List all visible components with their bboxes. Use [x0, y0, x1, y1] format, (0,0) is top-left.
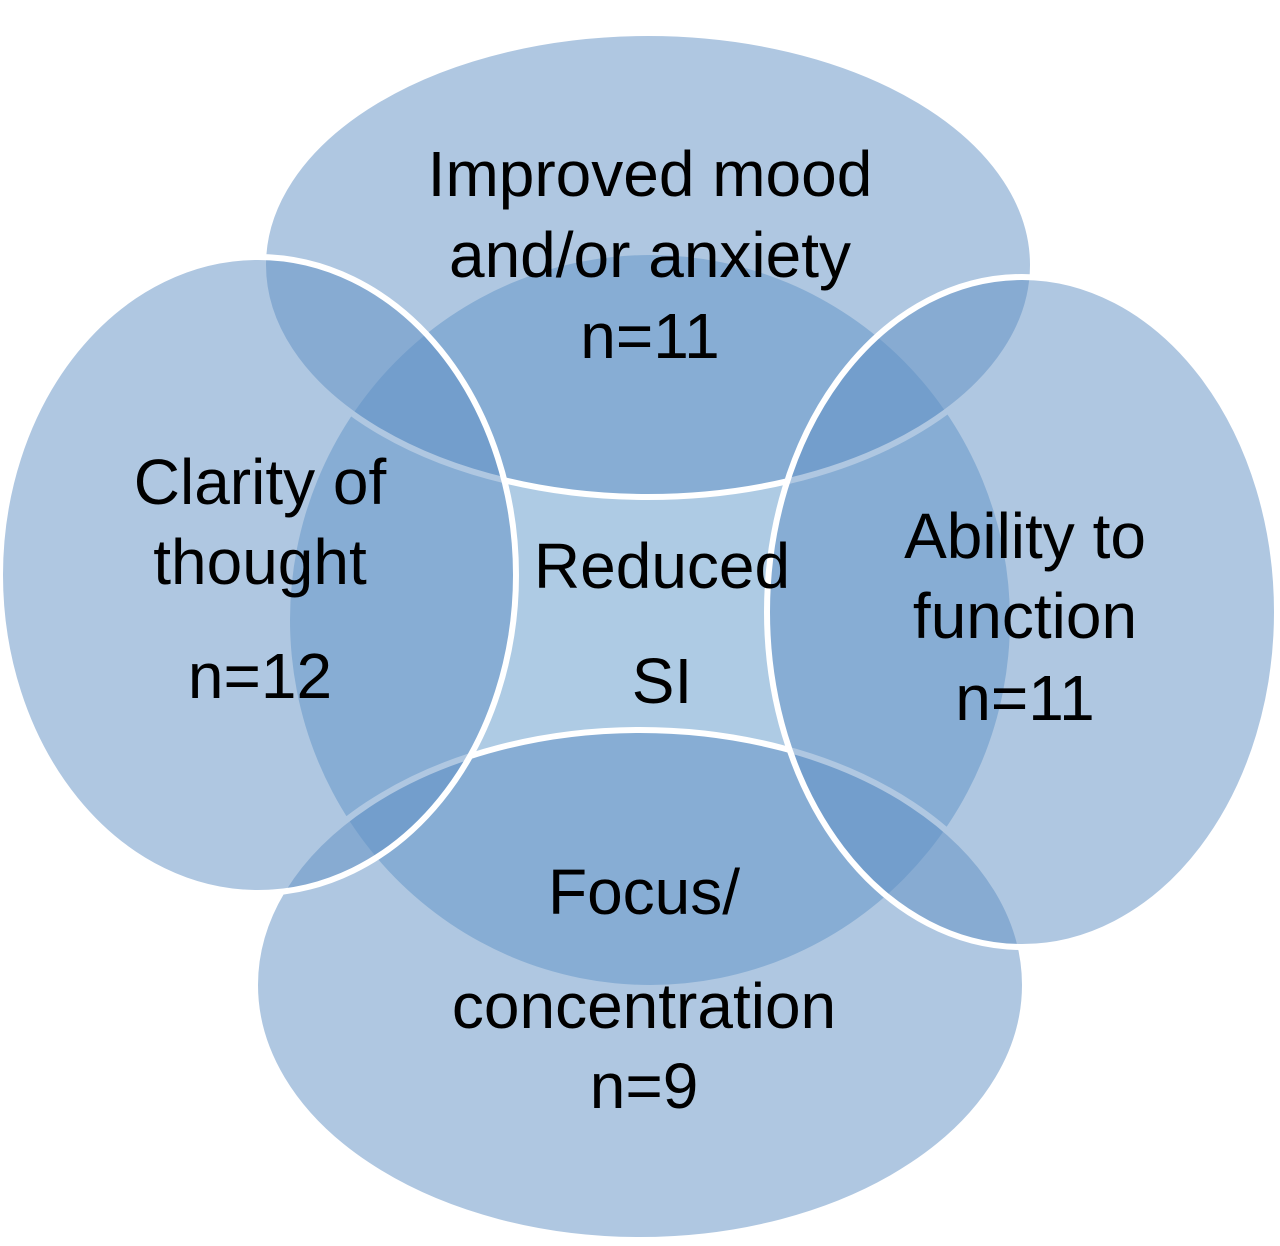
clarity-label-line-2: thought	[153, 526, 367, 598]
petal-function	[764, 274, 1280, 950]
clarity-label-line-1: Clarity of	[134, 446, 387, 518]
petal-focus	[252, 727, 1028, 1243]
mood-label-line-2: and/or anxiety	[449, 219, 851, 291]
center-label-line-1: Reduced	[534, 530, 790, 602]
center-label-line-2: SI	[632, 645, 692, 717]
focus-label-line-1: Focus/	[548, 856, 740, 928]
function-label-line-1: Ability to	[904, 500, 1146, 572]
focus-count: n=9	[590, 1050, 699, 1122]
mood-label-line-1: Improved mood	[428, 138, 873, 210]
clarity-count: n=12	[188, 640, 332, 712]
mood-count: n=11	[580, 300, 719, 372]
function-label-line-2: function	[913, 580, 1137, 652]
petal-clarity	[0, 254, 519, 896]
function-count: n=11	[955, 662, 1094, 734]
focus-label-line-2: concentration	[452, 970, 836, 1042]
